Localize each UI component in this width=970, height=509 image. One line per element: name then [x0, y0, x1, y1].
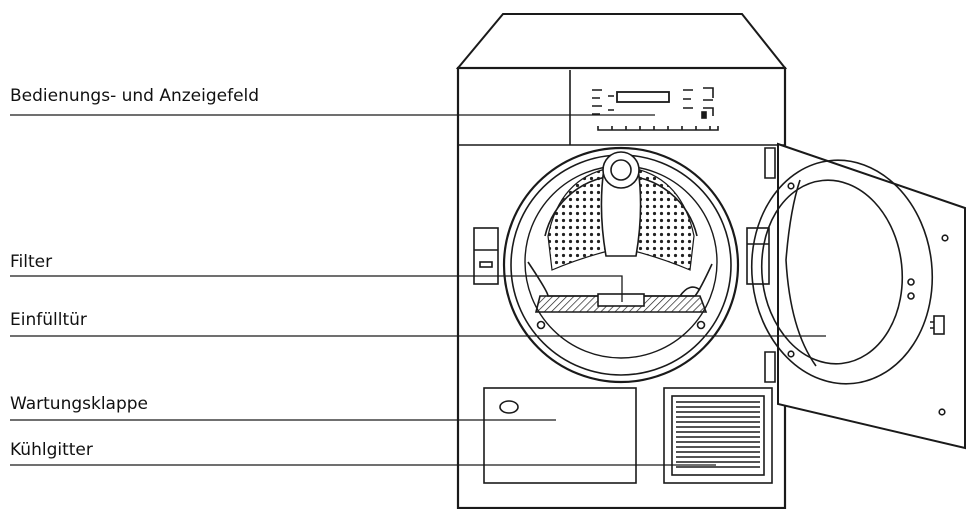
service-flap — [483, 387, 637, 484]
grille-slats — [676, 401, 760, 468]
dryer-top-lid — [455, 13, 788, 69]
display-window — [616, 91, 670, 103]
door-opening — [502, 146, 740, 384]
label-filter: Filter — [10, 252, 53, 272]
leader-line-filter — [10, 275, 623, 302]
label-wartungsklappe: Wartungsklappe — [10, 394, 149, 414]
control-panel — [458, 70, 785, 146]
cooling-grille — [663, 387, 773, 484]
label-einfuelltuer: Einfülltür — [10, 310, 87, 330]
open-door — [750, 142, 966, 450]
label-kuehlgitter: Kühlgitter — [10, 440, 93, 460]
label-bedienungs-und-anzeigefeld: Bedienungs- und Anzeigefeld — [10, 86, 260, 106]
door-latch-left — [473, 227, 499, 285]
